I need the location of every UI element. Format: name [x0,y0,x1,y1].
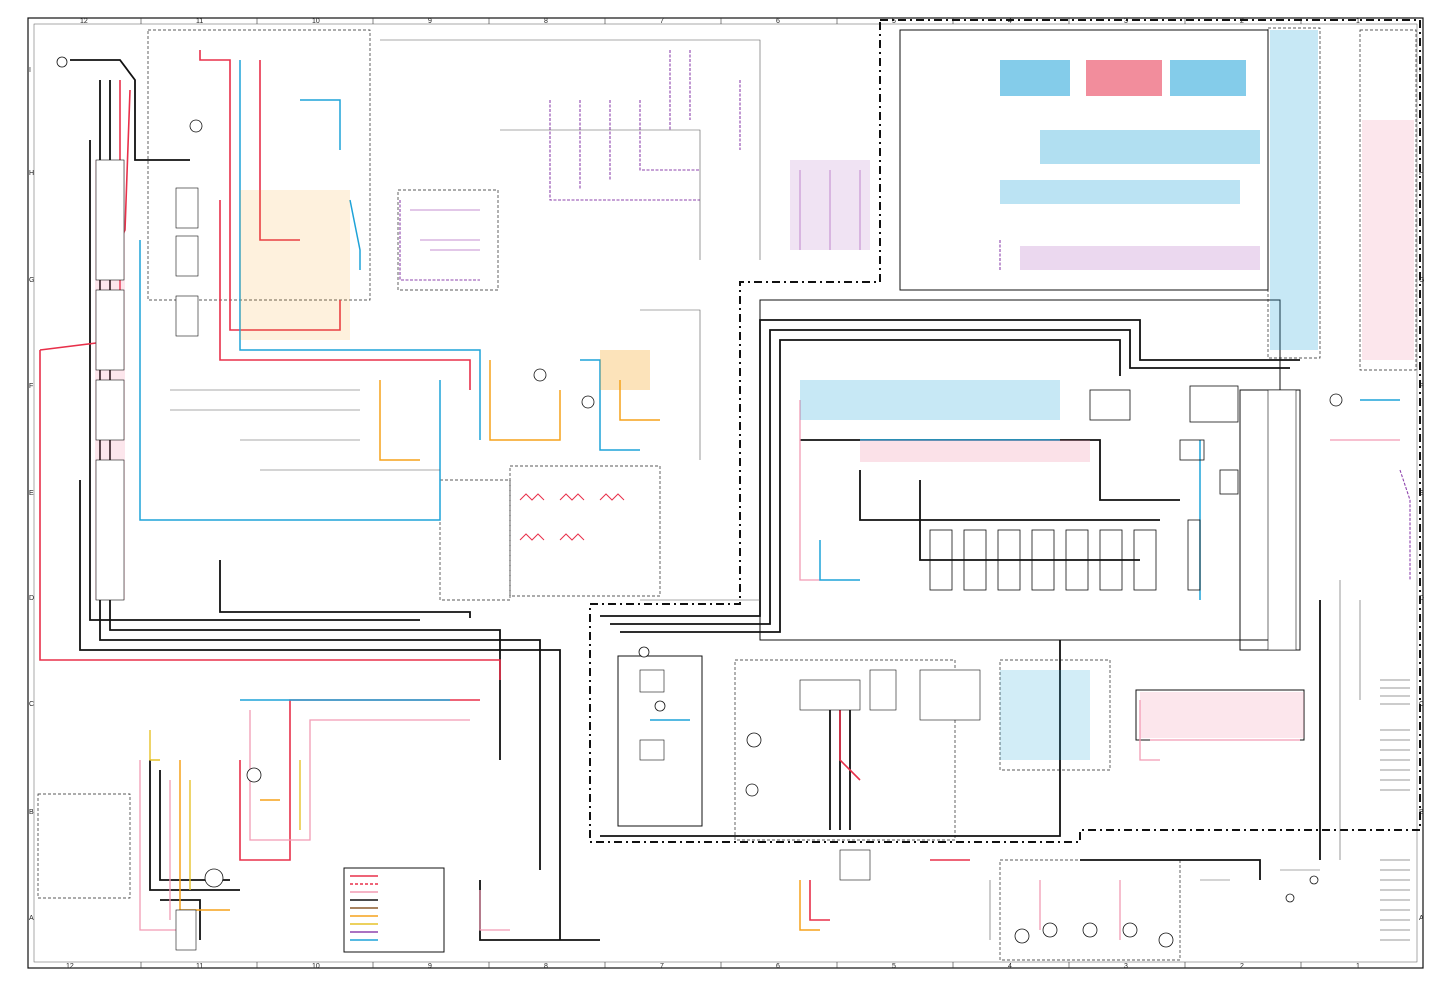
zone-col: 5 [892,18,896,25]
zone-row: E [29,490,34,497]
sensor-symbol [1014,928,1030,944]
box-switch-panel [617,655,703,827]
subassembly-boxes [37,27,1417,961]
zone-row: A [1419,915,1424,922]
box-top-left-relays [147,29,371,301]
wires-yellow [149,730,301,890]
zone-col: 1 [1356,18,1360,25]
box-optional [999,659,1111,771]
zone-row-labels-right: I H G F E D C B A [1419,67,1424,922]
motor-symbol [745,783,759,797]
wires-black [70,59,1321,941]
connector-stacks [95,159,1297,951]
box-engine-sensors [37,793,131,899]
wires-gray-thin [170,39,1361,940]
zone-row: G [29,277,34,284]
zone-row: F [29,383,33,390]
box-fuse-block [509,465,661,597]
relay-symbols [519,493,625,541]
symbol-legend [1380,679,1410,941]
zone-col: 11 [196,963,203,970]
box-center-harness [397,189,499,291]
zone-row: I [29,67,31,74]
zone-row: B [29,809,34,816]
ecu-modules [929,385,1239,591]
zone-row: B [1419,809,1424,816]
legend-wire-samples [350,875,378,941]
wires-purple [399,50,1411,580]
motor-symbol [581,395,595,409]
zone-row: E [1419,490,1424,497]
zone-row: G [1419,277,1424,284]
area-boundaries [589,19,1421,843]
zone-row: I [1419,67,1421,74]
zone-column-labels-top: 12 11 10 9 8 7 6 5 4 3 2 1 [80,18,1360,25]
zone-col: 3 [1124,963,1128,970]
zone-row: A [29,915,34,922]
lamp-symbol [1329,393,1343,407]
motor-symbol [533,368,547,382]
zone-col: 9 [428,18,432,25]
zone-row: C [1419,701,1424,708]
zone-col: 2 [1240,18,1244,25]
device-symbols [56,56,1343,948]
zone-row-labels-left: I H G F E D C B A [29,67,34,922]
wires-red [39,50,970,921]
motor-symbol [204,868,224,888]
cab-boundary [589,19,1421,843]
zone-col: 1 [1356,963,1360,970]
horn-symbol [1285,893,1295,903]
box-cab-controllers [899,29,1269,291]
zone-col: 8 [544,963,548,970]
zone-col: 12 [80,18,88,25]
zone-row: H [29,170,34,177]
motor-symbol [638,646,650,658]
zone-col: 6 [776,18,780,25]
cab-connector-rows [95,30,1414,760]
sheet-inner-border [33,23,1418,963]
zone-col: 10 [312,18,320,25]
zone-col: 8 [544,18,548,25]
zone-col: 11 [196,18,203,25]
zone-col: 6 [776,963,780,970]
zone-col: 7 [660,963,664,970]
zone-col: 10 [312,963,320,970]
zone-col: 3 [1124,18,1128,25]
zone-column-labels-bottom: 12 11 10 9 8 7 6 5 4 3 2 1 [66,963,1360,970]
lamp-symbol [56,56,68,68]
box-legend [343,867,445,953]
box-sensor-lower-right [999,859,1181,961]
motor-symbol [654,700,666,712]
sensor-symbol [1158,932,1174,948]
box-right-terminal [1359,29,1417,371]
zone-col: 9 [428,963,432,970]
zone-col: 5 [892,963,896,970]
zone-col: 2 [1240,963,1244,970]
motor-symbol [189,119,203,133]
zone-col: 4 [1008,963,1012,970]
sensor-symbol [1082,922,1098,938]
zone-row: D [1419,595,1424,602]
box-connector-bank [439,479,511,601]
horn-symbol [1309,875,1319,885]
wires-orange [179,360,820,931]
zone-row: H [1419,170,1424,177]
box-right-panel [1267,27,1321,359]
motor-symbol [746,732,762,748]
zone-row: F [1419,383,1423,390]
zone-col: 7 [660,18,664,25]
zone-row: C [29,701,34,708]
zone-col: 4 [1008,18,1012,25]
wires-pink [139,400,1400,940]
sensor-symbol [1042,922,1058,938]
wires-lavender [410,170,861,251]
motor-symbol [246,767,262,783]
zone-col: 12 [66,963,74,970]
zone-row: D [29,595,34,602]
sensor-symbol [1122,922,1138,938]
zone-ticks [140,18,1302,968]
sheet-border [27,17,1424,969]
box-lower-center [734,659,956,841]
